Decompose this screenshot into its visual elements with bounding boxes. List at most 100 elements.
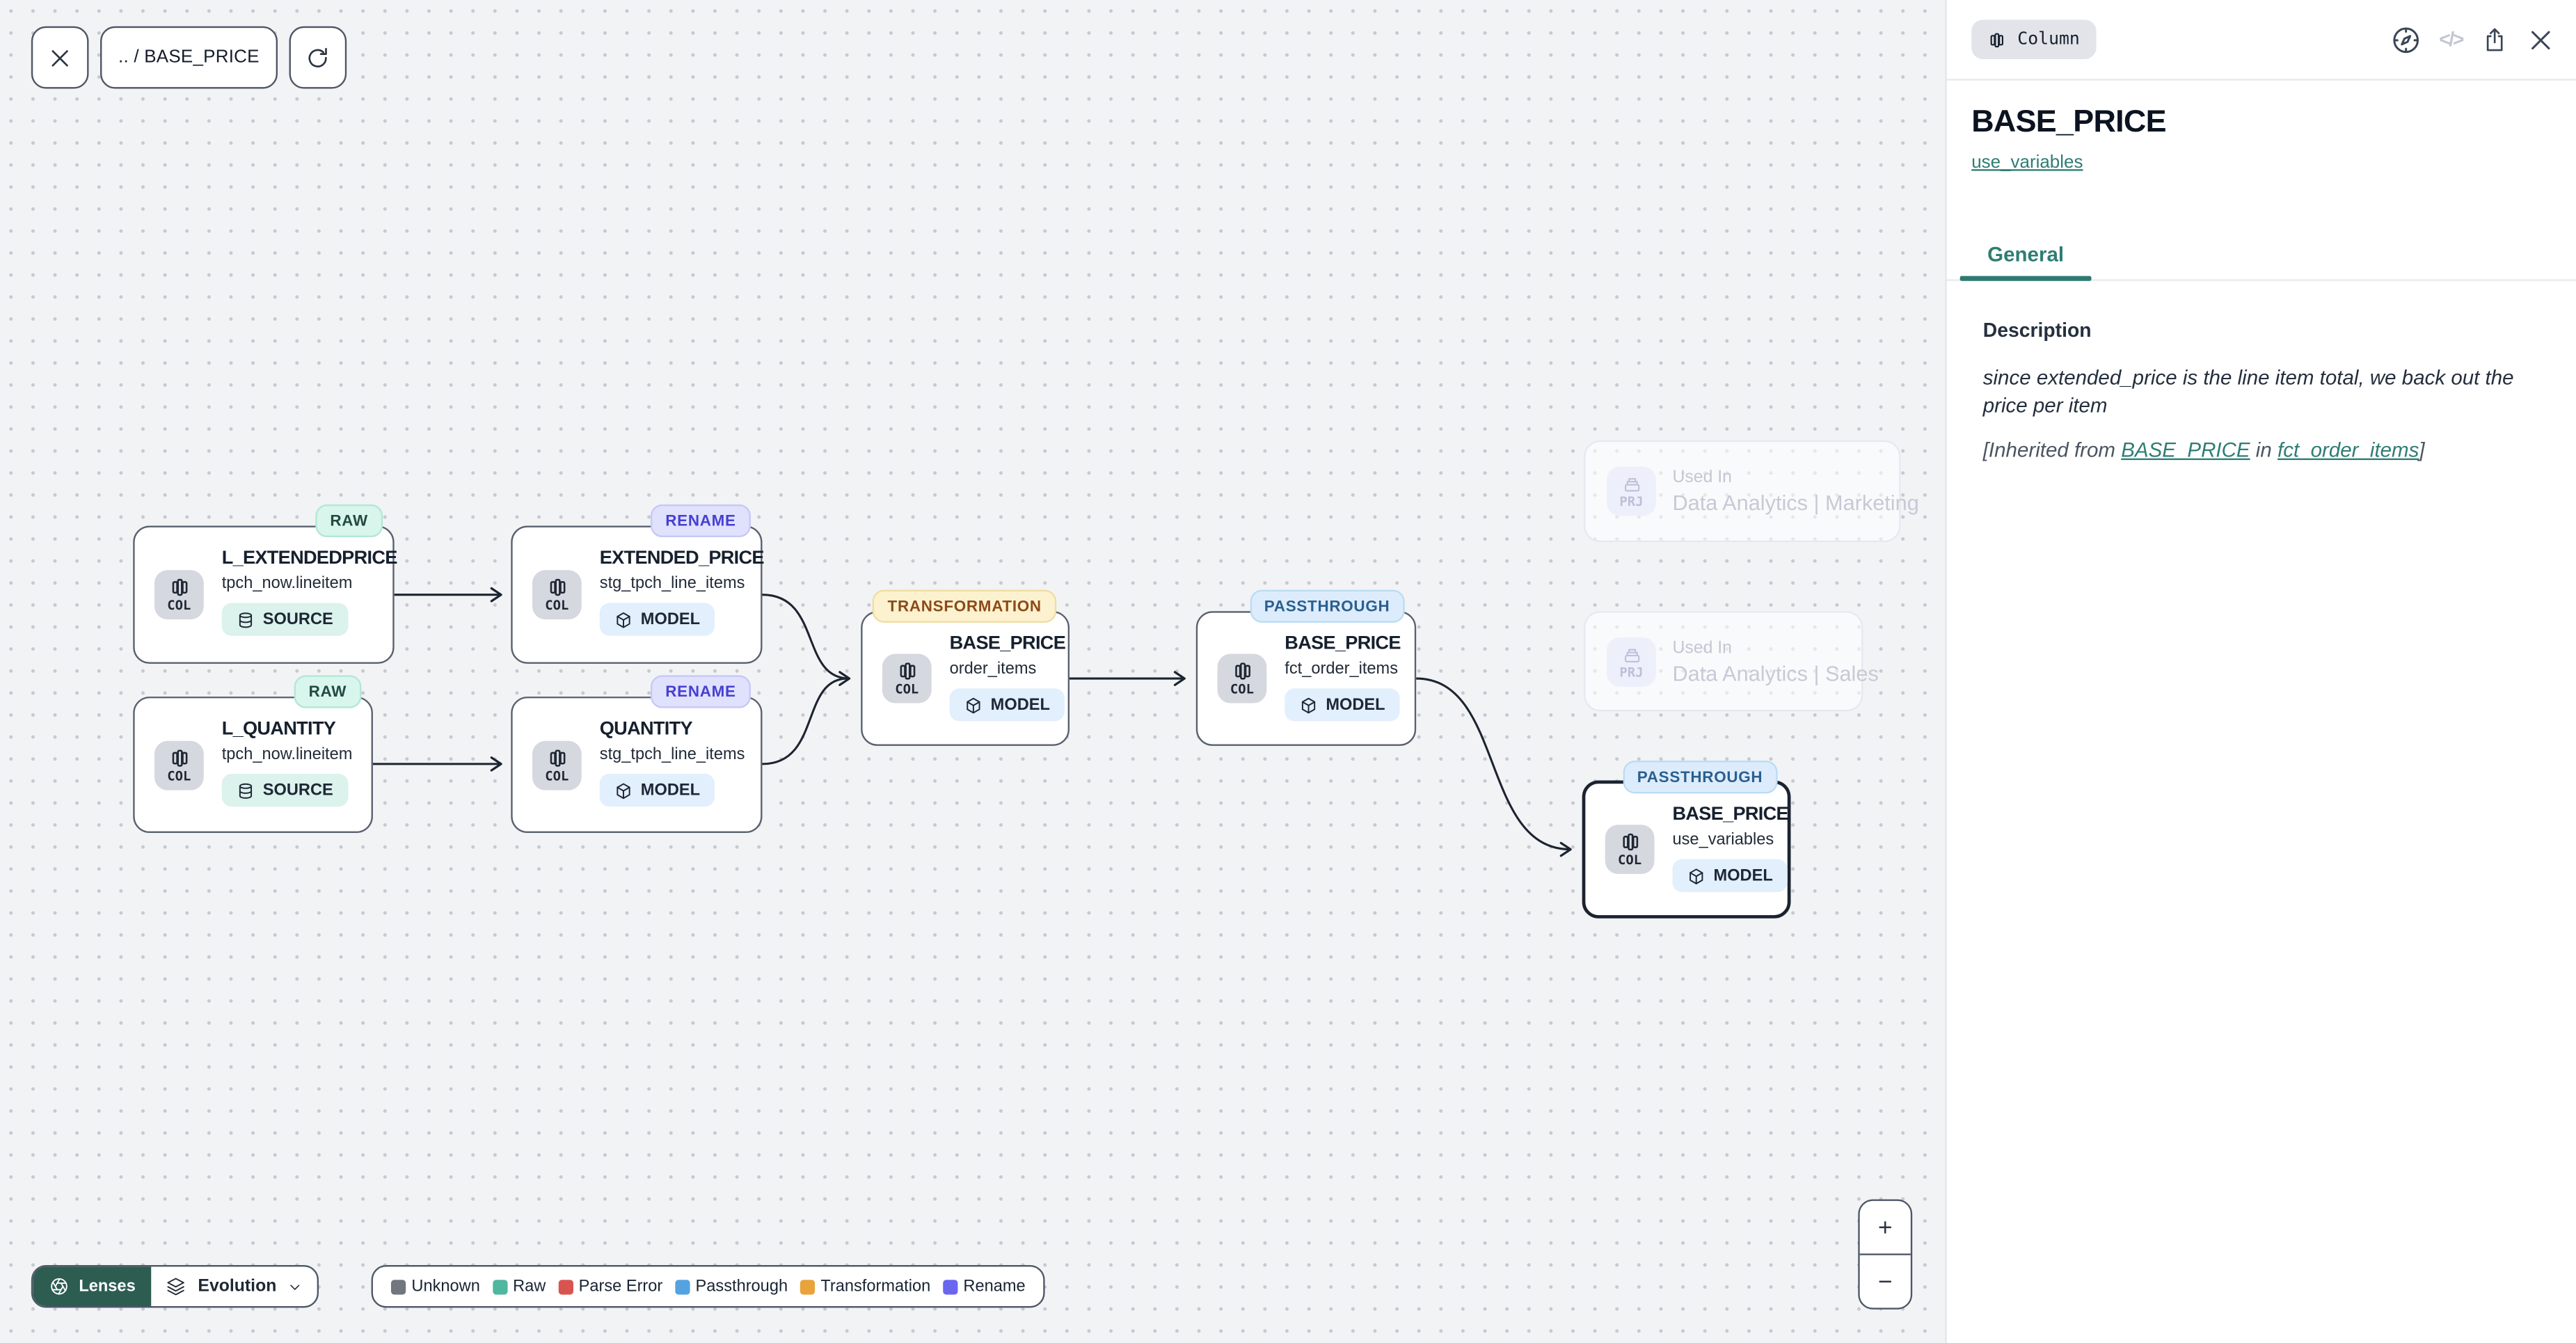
node-type-label: MODEL (640, 781, 701, 800)
lenses-button-label: Lenses (79, 1277, 136, 1296)
column-icon: COL (1217, 653, 1267, 704)
lens-badge: PASSTHROUGH (1622, 761, 1778, 794)
col-label: COL (545, 768, 569, 784)
legend-swatch (492, 1279, 507, 1294)
node-title: BASE_PRICE (1285, 634, 1401, 654)
code-icon[interactable]: </> (2439, 28, 2464, 51)
column-icon: COL (154, 740, 204, 790)
inherited-column-link[interactable]: BASE_PRICE (2121, 438, 2250, 462)
panel-title: BASE_PRICE (1971, 105, 2166, 140)
lineage-node-base-price-order-items[interactable]: TRANSFORMATION COL BASE_PRICE order_item… (861, 589, 1070, 746)
node-type-badge: SOURCE (221, 603, 349, 636)
lens-mode-dropdown[interactable]: Evolution (152, 1266, 317, 1306)
entity-type-label: Column (2017, 29, 2080, 49)
col-label: COL (167, 598, 191, 613)
node-title: EXTENDED_PRICE (599, 548, 765, 569)
cube-icon (1687, 866, 1706, 884)
breadcrumb[interactable]: .. / BASE_PRICE (100, 26, 278, 89)
used-in-name: Data Analytics | Marketing (1672, 490, 1919, 516)
panel-header: Column </> (1946, 0, 2576, 81)
project-icon: PRJ (1607, 466, 1656, 516)
node-subtitle: fct_order_items (1285, 660, 1399, 679)
legend-item: Passthrough (675, 1278, 788, 1296)
lineage-node-l-extendedprice[interactable]: RAW COL L_EXTENDEDPRICE tpch_now.lineite… (133, 504, 397, 664)
lenses-button[interactable]: Lenses (33, 1266, 152, 1306)
node-type-label: SOURCE (262, 781, 333, 800)
column-icon: COL (1605, 825, 1655, 875)
lens-badge: RAW (315, 504, 383, 538)
lineage-edges (372, 587, 1572, 857)
lineage-node-l-quantity[interactable]: RAW COL L_QUANTITY tpch_now.lineitem SOU… (133, 675, 373, 834)
lineage-node-base-price-fct-order-items[interactable]: PASSTHROUGH COL BASE_PRICE fct_order_ite… (1195, 589, 1417, 746)
node-type-badge: MODEL (949, 688, 1065, 722)
cube-icon (964, 696, 983, 714)
col-label: COL (1230, 681, 1254, 697)
canvas-toolbar: .. / BASE_PRICE (31, 26, 347, 89)
column-icon: COL (532, 570, 582, 620)
inherited-model-link[interactable]: fct_order_items (2277, 438, 2419, 462)
node-subtitle: use_variables (1672, 831, 1774, 850)
legend-item: Unknown (390, 1277, 480, 1296)
aperture-icon (49, 1276, 69, 1296)
zoom-out-button[interactable]: − (1877, 1267, 1893, 1296)
model-link[interactable]: use_variables (1971, 152, 2083, 173)
panel-title-block: BASE_PRICE use_variables (1947, 81, 2576, 176)
project-icon: PRJ (1607, 636, 1656, 686)
description-heading: Description (1982, 319, 2092, 342)
col-label: COL (1618, 852, 1642, 868)
refresh-icon (305, 45, 330, 70)
active-tab-indicator (1959, 276, 2092, 281)
lens-badge: RAW (294, 675, 362, 708)
lens-mode-label: Evolution (198, 1276, 277, 1296)
used-in-node-sales[interactable]: PRJ Used In Data Analytics | Sales (1584, 611, 1879, 712)
legend-swatch (390, 1279, 406, 1294)
lineage-node-quantity[interactable]: RENAME COL QUANTITY stg_tpch_line_items … (511, 675, 763, 834)
close-lineage-button[interactable] (31, 26, 89, 89)
panel-tabs: General (1946, 230, 2576, 281)
entity-type-badge: Column (1971, 19, 2097, 59)
node-type-badge: MODEL (599, 603, 715, 636)
node-type-badge: MODEL (599, 774, 715, 807)
legend-item: Transformation (800, 1278, 930, 1296)
legend-label: Rename (963, 1277, 1026, 1296)
zoom-controls: + − (1858, 1199, 1913, 1310)
node-subtitle: order_items (949, 660, 1037, 679)
legend-item: Rename (942, 1277, 1026, 1296)
used-in-node-marketing[interactable]: PRJ Used In Data Analytics | Marketing (1584, 440, 1919, 543)
inherited-middle: in (2250, 438, 2278, 462)
breadcrumb-label: .. / BASE_PRICE (118, 47, 260, 67)
lens-legend: Unknown Raw Parse Error Passthrough Tran… (371, 1264, 1046, 1308)
lineage-node-base-price-use-variables[interactable]: PASSTHROUGH COL BASE_PRICE use_variables… (1582, 761, 1791, 919)
share-icon[interactable] (2481, 26, 2509, 54)
legend-label: Unknown (411, 1277, 480, 1296)
node-title: QUANTITY (599, 720, 693, 740)
legend-label: Parse Error (578, 1277, 663, 1296)
node-title: BASE_PRICE (1672, 804, 1788, 825)
legend-item: Parse Error (558, 1278, 662, 1296)
col-label: COL (167, 768, 191, 784)
zoom-in-button[interactable]: + (1859, 1201, 1911, 1255)
used-in-label: Used In (1672, 637, 1732, 658)
node-type-badge: MODEL (1672, 859, 1788, 893)
lineage-canvas[interactable]: .. / BASE_PRICE RAW COL L_EXTENDEDPRICE … (0, 0, 1946, 1343)
node-type-label: MODEL (990, 695, 1050, 714)
node-type-label: MODEL (1326, 695, 1385, 714)
refresh-button[interactable] (289, 26, 347, 89)
database-icon (237, 610, 255, 628)
cube-icon (614, 781, 633, 800)
node-title: BASE_PRICE (949, 634, 1066, 654)
prj-label: PRJ (1619, 665, 1644, 680)
close-panel-icon[interactable] (2527, 26, 2554, 54)
lineage-node-extended-price[interactable]: RENAME COL EXTENDED_PRICE stg_tpch_line_… (511, 504, 765, 664)
tab-general[interactable]: General (1959, 230, 2092, 281)
panel-actions: </> (2390, 24, 2554, 55)
legend-swatch (942, 1279, 958, 1294)
legend-label: Transformation (820, 1277, 931, 1296)
lenses-control: Lenses Evolution (31, 1264, 319, 1308)
column-icon (1988, 31, 2006, 49)
used-in-label: Used In (1672, 467, 1732, 488)
compass-icon[interactable] (2390, 24, 2421, 55)
cube-icon (1300, 696, 1318, 714)
column-icon: COL (532, 740, 582, 790)
